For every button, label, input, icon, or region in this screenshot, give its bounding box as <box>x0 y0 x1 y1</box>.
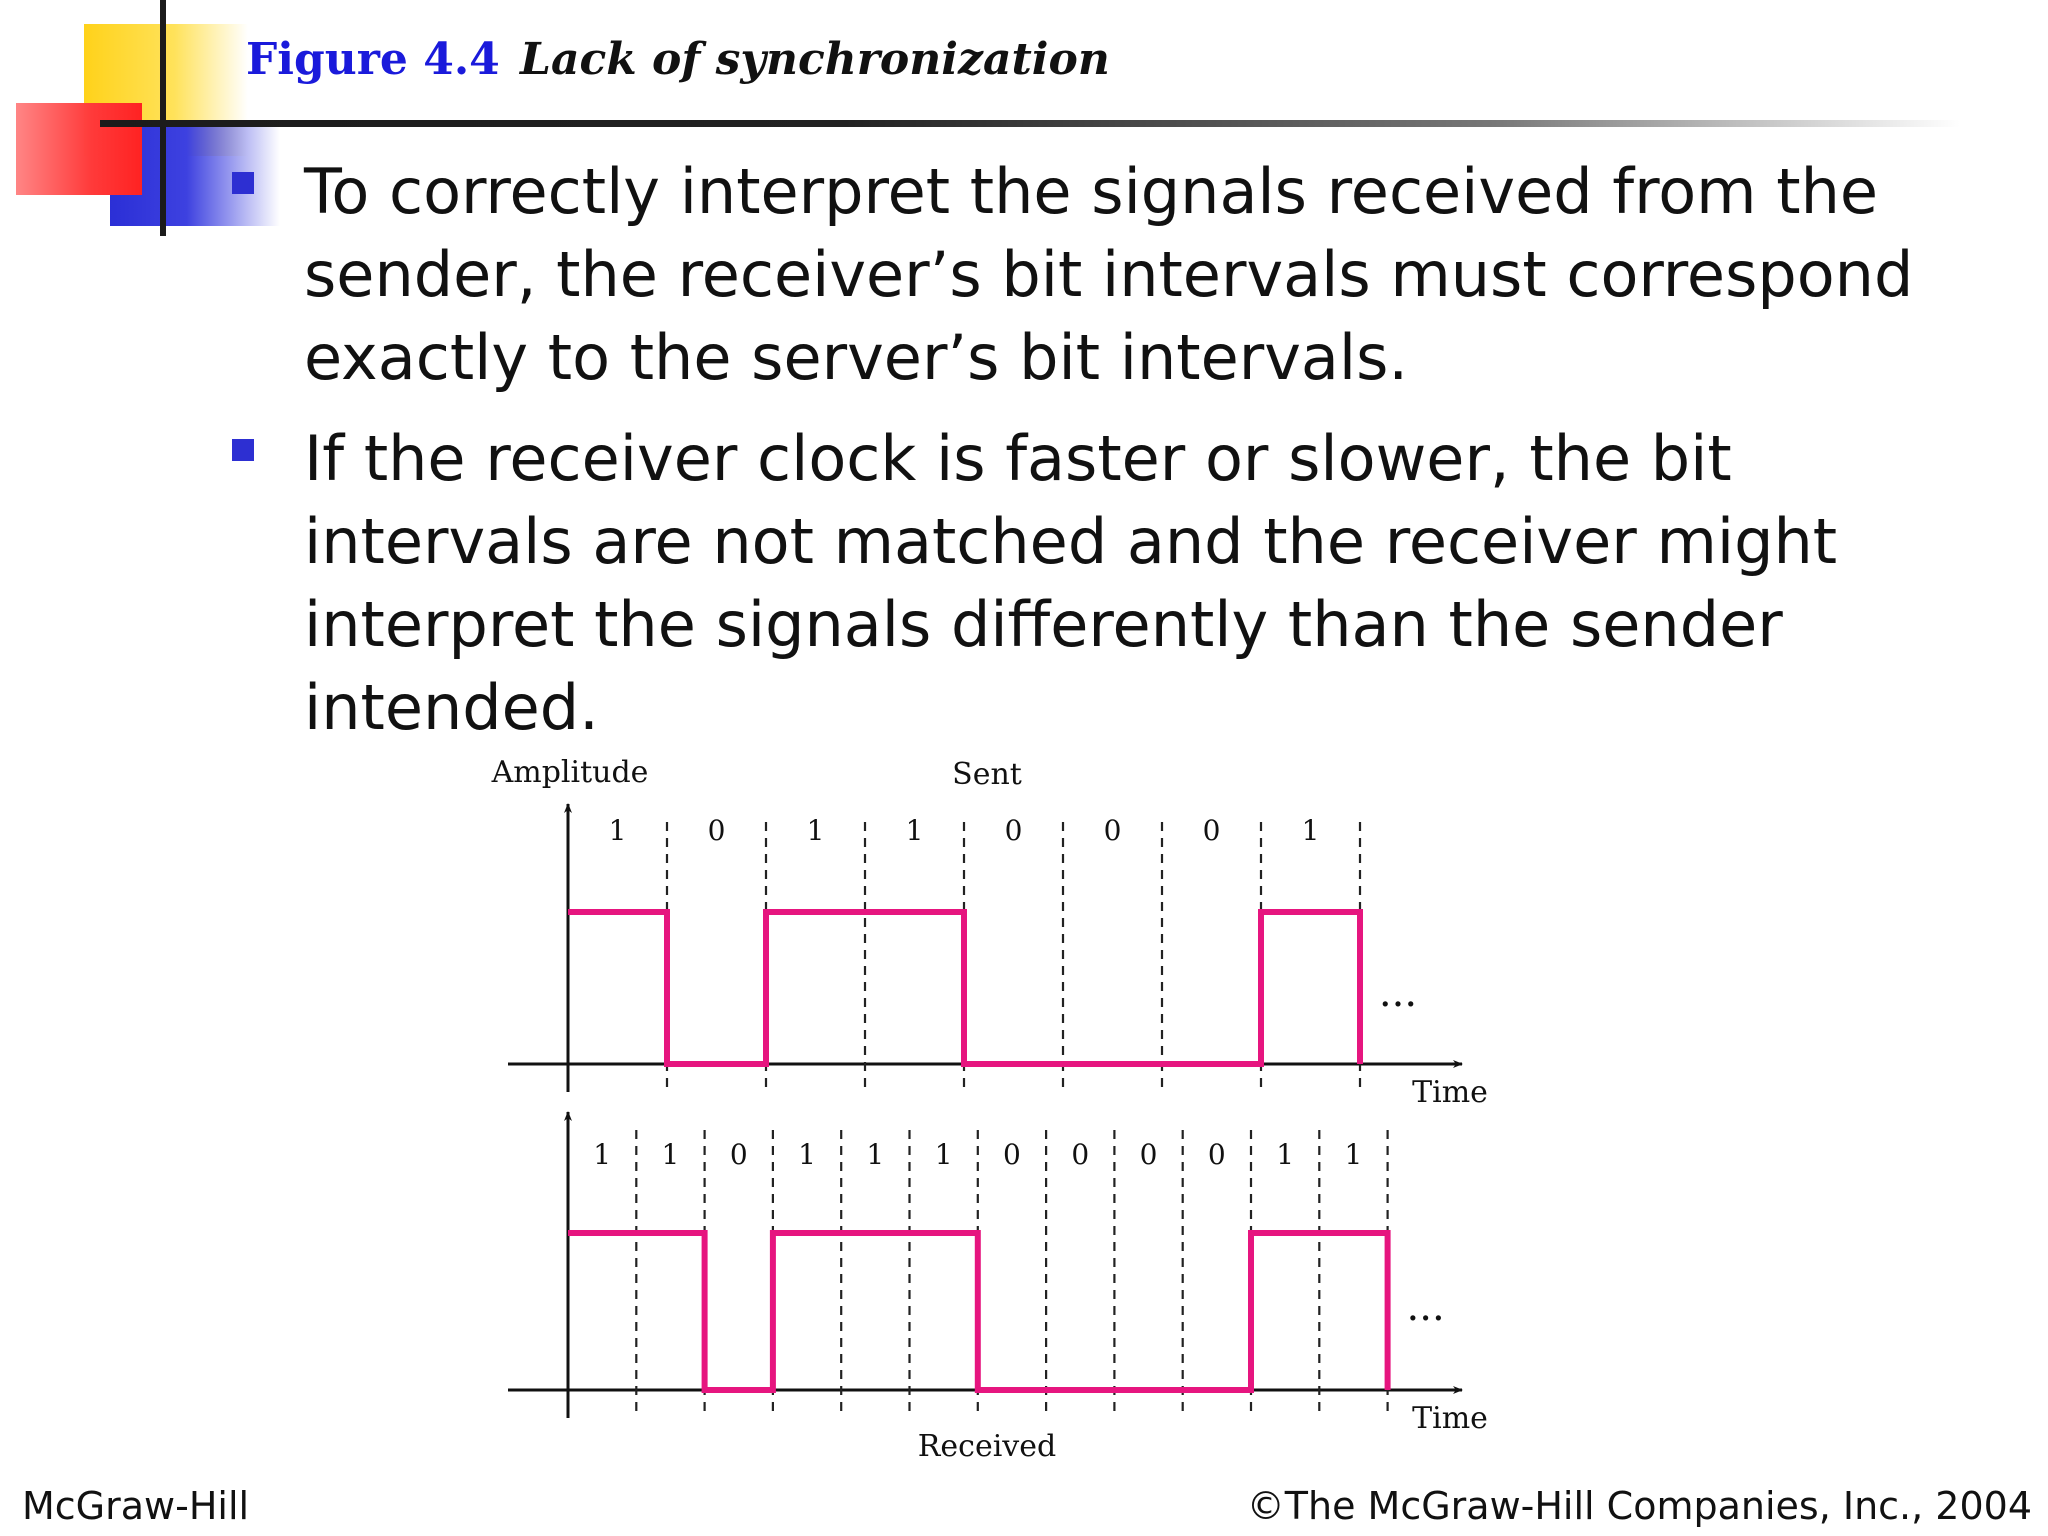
time-label-sent: Time <box>1412 1075 1488 1110</box>
bullet-item: To correctly interpret the signals recei… <box>228 150 1988 399</box>
continuation-dots-received: ... <box>1407 1284 1445 1330</box>
decor-red-block <box>16 103 142 195</box>
y-axis-label: Amplitude <box>491 755 649 790</box>
bit-label-sent: 1 <box>906 814 924 847</box>
bullet-square-icon <box>232 439 254 461</box>
bullet-list: To correctly interpret the signals recei… <box>228 150 1988 767</box>
time-label-received: Time <box>1412 1401 1488 1436</box>
bit-label-received: 1 <box>798 1138 816 1171</box>
title-underline <box>100 120 1960 127</box>
signal-waveform-received <box>568 1230 1391 1393</box>
bullet-text: To correctly interpret the signals recei… <box>304 155 1914 394</box>
bit-label-received: 1 <box>1345 1138 1363 1171</box>
bit-label-received: 0 <box>1208 1138 1226 1171</box>
bit-label-received: 0 <box>1003 1138 1021 1171</box>
bit-label-received: 1 <box>866 1138 884 1171</box>
bullet-item: If the receiver clock is faster or slowe… <box>228 417 1988 749</box>
bit-label-sent: 1 <box>807 814 825 847</box>
bit-label-sent: 0 <box>1005 814 1023 847</box>
bit-label-received: 1 <box>935 1138 953 1171</box>
footer-copyright: ©The McGraw-Hill Companies, Inc., 2004 <box>1246 1484 2032 1528</box>
bit-label-sent: 1 <box>1302 814 1320 847</box>
bit-label-received: 0 <box>730 1138 748 1171</box>
figure-caption: Lack of synchronization <box>520 34 1110 85</box>
bit-label-received: 1 <box>593 1138 611 1171</box>
bit-label-sent: 0 <box>1104 814 1122 847</box>
bit-label-sent: 1 <box>609 814 627 847</box>
signal-waveform-sent <box>568 909 1363 1067</box>
bit-label-received: 0 <box>1140 1138 1158 1171</box>
bullet-text: If the receiver clock is faster or slowe… <box>304 422 1838 744</box>
continuation-dots-sent: ... <box>1379 970 1417 1016</box>
sent-label: Sent <box>952 757 1022 792</box>
bit-label-sent: 0 <box>708 814 726 847</box>
decor-vertical-line <box>160 0 166 236</box>
received-label: Received <box>918 1429 1056 1464</box>
bullet-square-icon <box>232 172 254 194</box>
bit-label-received: 1 <box>662 1138 680 1171</box>
bit-label-received: 0 <box>1071 1138 1089 1171</box>
bit-label-sent: 0 <box>1203 814 1221 847</box>
footer-publisher: McGraw-Hill <box>22 1484 250 1528</box>
bit-label-received: 1 <box>1276 1138 1294 1171</box>
figure-label: Figure 4.4 <box>246 34 500 85</box>
